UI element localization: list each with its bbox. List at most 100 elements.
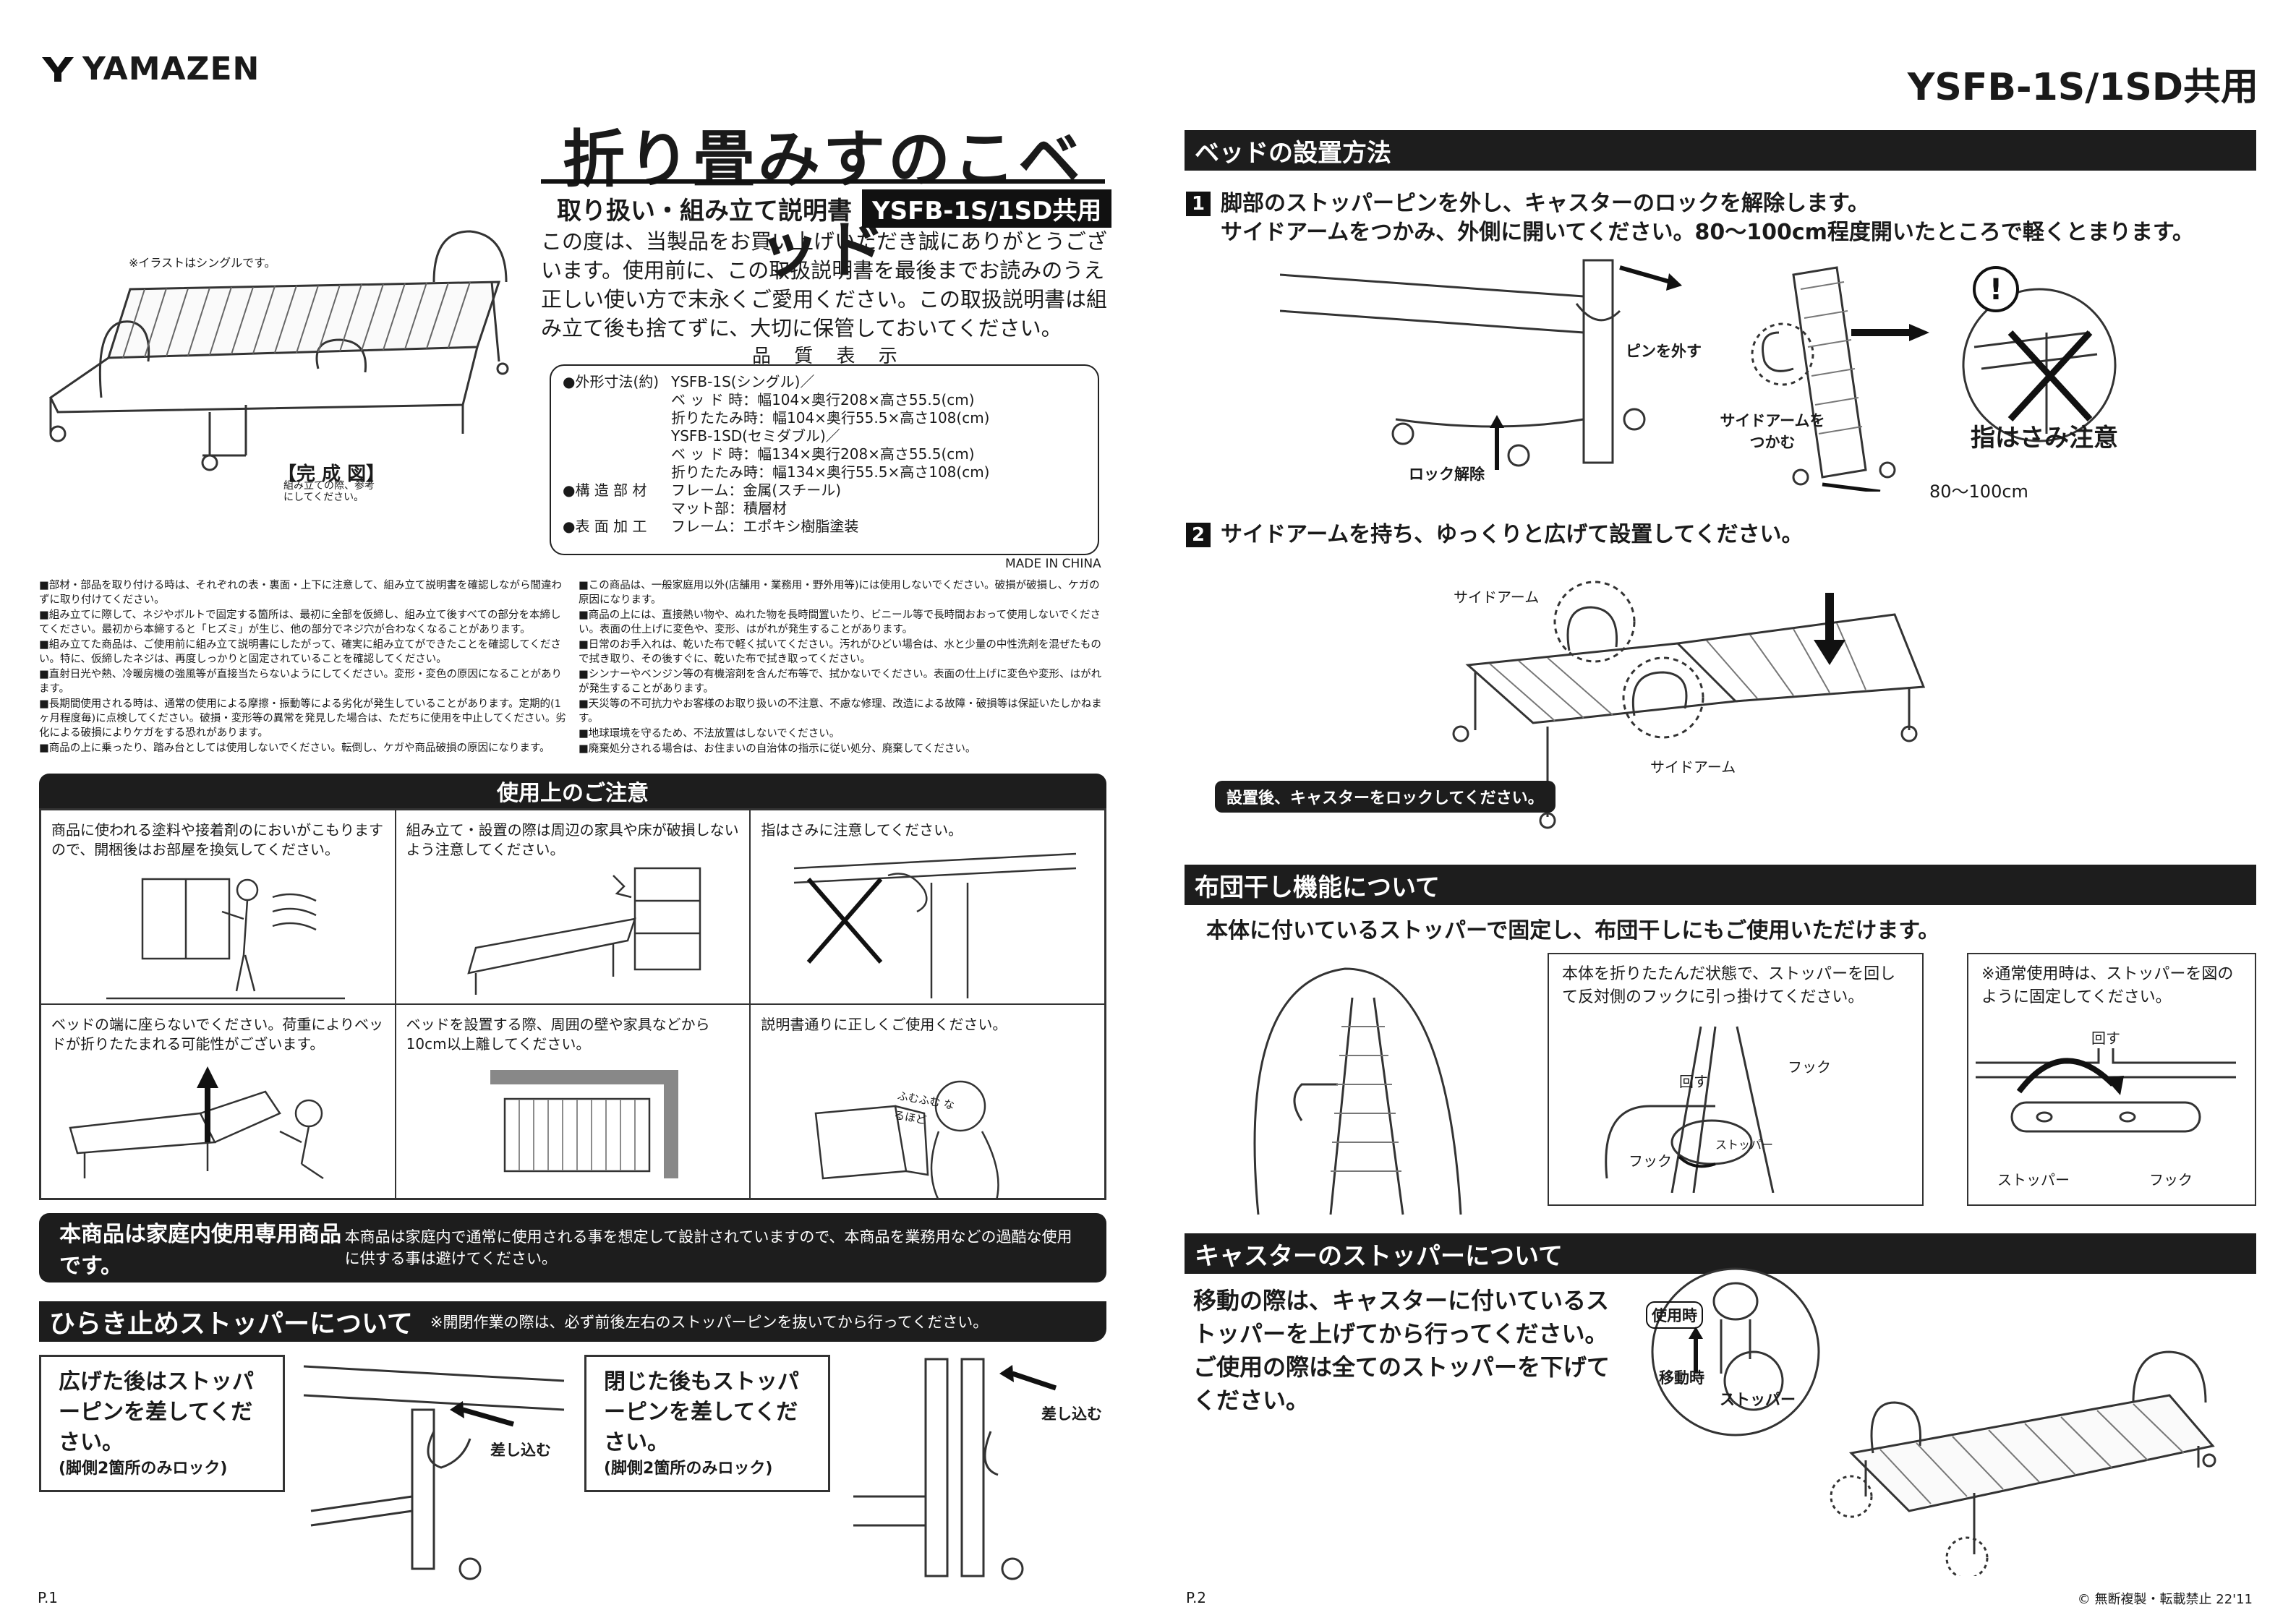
note-item: ■日常のお手入れは、乾いた布で軽く拭いてください。汚れがひどい場合は、水と少量の…: [579, 639, 1101, 665]
stopper-note: ※開閉作業の際は、必ず前後左右のストッパーピンを抜いてから行ってください。: [430, 1314, 989, 1331]
stopper-label: ストッパー: [1997, 1171, 2070, 1189]
quality-row: ●表 面 加 工フレーム：エポキシ樹脂塗装: [563, 518, 859, 535]
arm-grab-label: サイドアームを つかむ: [1720, 412, 1825, 451]
page-number: P.2: [1186, 1589, 1207, 1606]
finger-pinch-illustration: [794, 852, 1077, 998]
note-item: ■廃棄処分される場合は、お住まいの自治体の指示に従い処分、廃棄してください。: [579, 743, 976, 755]
note-item: ■長期間使用される時は、通常の使用による摩擦・振動等による劣化が発生していること…: [39, 698, 566, 739]
futon-box-text: 本体を折りたたんだ状態で、ストッパーを回して反対側のフックに引っ掛けてください。: [1562, 965, 1896, 1006]
caution-title: 使用上のご注意: [39, 774, 1106, 808]
lock-release-label: ロック解除: [1409, 466, 1485, 483]
copyright: © 無断複製・転載禁止 22'11: [2077, 1592, 2253, 1607]
quality-row: ベ ッ ド 時：幅104×奥行208×高さ55.5(cm): [671, 391, 975, 408]
caution-grid: 商品に使われる塗料や接着剤のにおいがこもりますので、開梱後はお部屋を換気してくだ…: [39, 808, 1106, 1200]
stopper-label: ストッパー: [1720, 1391, 1796, 1408]
arm-grab-illustration: [1751, 266, 1929, 492]
step1-line-a: 脚部のストッパーピンを外し、キャスターのロックを解除します。: [1221, 191, 1869, 216]
stopper-box-sub: (脚側2箇所のみロック): [59, 1460, 228, 1478]
caster-lock-note: 設置後、キャスターをロックしてください。: [1215, 781, 1555, 813]
futon-title: 布団干し機能について: [1185, 865, 2256, 905]
quality-row: 折りたたみ時：幅134×奥行55.5×高さ108(cm): [671, 463, 990, 481]
caster-title: キャスターのストッパーについて: [1185, 1233, 2256, 1274]
note-item: ■直射日光や熱、冷暖房機の強風等が直接当たらないようにしてください。変形・変色の…: [39, 669, 563, 695]
subtitle: 取り扱い・組み立て説明書 YSFB-1S/1SD共用: [557, 189, 1112, 228]
home-use-text: 本商品は家庭内で通常に使用される事を想定して設計されていますので、本商品を業務用…: [344, 1228, 1072, 1267]
note-item: ■組み立てに際して、ネジやボルトで固定する箇所は、最初に全部を仮締し、組み立て後…: [39, 609, 561, 635]
turn-label: 回す: [1679, 1073, 1708, 1090]
futon-box-hook: 本体を折りたたんだ状態で、ストッパーを回して反対側のフックに引っ掛けてください。…: [1548, 953, 1924, 1206]
yamazen-mark-icon: [42, 56, 74, 82]
caution-cell-finger: 指はさみに注意してください。: [750, 810, 1105, 1004]
note-item: ■この商品は、一般家庭用以外(店舗用・業務用・野外用等)には使用しないでください…: [579, 580, 1100, 606]
note-item: ■商品の上に乗ったり、踏み台としては使用しないでください。転倒し、ケガや商品破損…: [39, 742, 550, 754]
futon-box-text: ※通常使用時は、ストッパーを図のように固定してください。: [1981, 965, 2234, 1006]
svg-text:!: !: [1989, 273, 2002, 307]
finger-warning-label: 指はさみ注意: [1971, 424, 2118, 453]
caution-text: ベッドの端に座らないでください。荷重によりベッドが折りたたまれる可能性がございま…: [51, 1016, 383, 1053]
quality-row: YSFB-1SD(セミダブル)／: [671, 427, 840, 445]
step2-text: サイドアームを持ち、ゆっくりと広げて設置してください。: [1221, 522, 1804, 547]
furniture-illustration: [466, 867, 701, 995]
hook-label: フック: [1788, 1058, 1831, 1076]
quality-table: ●外形寸法(約)YSFB-1S(シングル)／ ベ ッ ド 時：幅104×奥行20…: [550, 364, 1099, 555]
note-item: ■商品の上には、直接熱い物や、ぬれた物を長時間置いたり、ビニール等で長時間おおっ…: [579, 609, 1101, 635]
bed-caster-illustration: [1830, 1350, 2216, 1576]
caster-text: 移動の際は、キャスターに付いているストッパーを上げてから行ってください。ご使用の…: [1193, 1287, 1610, 1414]
step-number: 2: [1186, 523, 1211, 547]
title-rule: [541, 179, 1105, 184]
wall-gap-illustration: [490, 1070, 678, 1178]
setup-step-1: 1 脚部のストッパーピンを外し、キャスターのロックを解除します。サイドアームをつ…: [1186, 189, 2256, 247]
quality-row: ●構 造 部 材フレーム：金属(スチール): [563, 481, 842, 499]
ventilate-illustration: [106, 878, 345, 1000]
subtitle-tag: YSFB-1S/1SD共用: [862, 189, 1112, 228]
hook-illustration: [1605, 1026, 1775, 1193]
illus-caption: ※イラストはシングルです。: [129, 256, 276, 270]
note-item: ■シンナーやベンジン等の有機溶剤を含んだ布等で、拭かないでください。表面の仕上げ…: [579, 669, 1102, 695]
bed-folding-illustration: [69, 1066, 324, 1180]
stopper-banner: ひらき止めストッパーについて ※開閉作業の際は、必ず前後左右のストッパーピンを抜…: [39, 1301, 1106, 1342]
quality-row: ●外形寸法(約)YSFB-1S(シングル)／: [563, 373, 815, 390]
intro-text: この度は、当製品をお買い上げいただき誠にありがとうございます。使用前に、この取扱…: [541, 229, 1108, 341]
subtitle-text: 取り扱い・組み立て説明書: [557, 197, 852, 226]
caution-cell-ventilate: 商品に使われる塗料や接着剤のにおいがこもりますので、開梱後はお部屋を換気してくだ…: [40, 810, 396, 1004]
page-number: P.1: [38, 1589, 59, 1606]
kansei-title: 【完 成 図】: [278, 463, 385, 485]
kansei-subtitle: 組み立ての際、参考にしてください。: [283, 480, 375, 503]
turn-label: 回す: [2091, 1029, 2120, 1047]
stopper-fixed-illustration: [1976, 1048, 2236, 1133]
caster-stopper-illustration: [1651, 1267, 1820, 1436]
caution-text: 説明書通りに正しくご使用ください。: [761, 1016, 1007, 1033]
futon-lead: 本体に付いているストッパーで固定し、布団干しにもご使用いただけます。: [1206, 918, 1940, 943]
caution-text: 商品に使われる塗料や接着剤のにおいがこもりますので、開梱後はお部屋を換気してくだ…: [51, 821, 383, 858]
caution-cell-edge: ベッドの端に座らないでください。荷重によりベッドが折りたたまれる可能性がございま…: [40, 1004, 396, 1199]
pin-release-illustration: [1280, 259, 1682, 470]
caution-text: 組み立て・設置の際は周辺の家具や床が破損しないよう注意してください。: [406, 821, 739, 858]
caution-cell-wall: ベッドを設置する際、周囲の壁や家具などから10cm以上離してください。: [395, 1004, 751, 1199]
distance-label: 80〜100cm: [1929, 481, 2028, 502]
bed-unfold-illustration: [1452, 581, 1926, 829]
stopper-box-text: 広げた後はストッパーピンを差してください。: [59, 1369, 254, 1455]
insert-label: 差し込む: [490, 1442, 551, 1459]
caution-cell-furniture: 組み立て・設置の際は周辺の家具や床が破損しないよう注意してください。: [395, 810, 751, 1004]
quality-title: 品 質 表 示: [752, 346, 906, 367]
notes-right: ■この商品は、一般家庭用以外(店舗用・業務用・野外用等)には使用しないでください…: [579, 578, 1106, 757]
stopper-closed-illustration: [853, 1358, 1057, 1580]
step1-line-b: サイドアームをつかみ、外側に開いてください。80〜100cm程度開いたところで軽…: [1221, 220, 2194, 245]
stopper-box-sub: (脚側2箇所のみロック): [604, 1460, 773, 1478]
brand-name: YAMAZEN: [82, 51, 260, 87]
hook-label: フック: [2149, 1171, 2193, 1189]
caution-text: ベッドを設置する際、周囲の壁や家具などから10cm以上離してください。: [406, 1016, 710, 1053]
stopper-box-closed: 閉じた後もストッパーピンを差してください。 (脚側2箇所のみロック): [584, 1355, 830, 1492]
quality-row: 折りたたみ時：幅104×奥行55.5×高さ108(cm): [671, 409, 990, 427]
brand-logo: YAMAZEN: [42, 51, 260, 87]
bed-complete-illustration: [49, 230, 509, 471]
moving-label: 移動時: [1659, 1369, 1704, 1387]
notes-left: ■部材・部品を取り付ける時は、それぞれの表・裏面・上下に注意して、組み立て説明書…: [39, 578, 567, 756]
stopper-open-illustration: [303, 1365, 565, 1580]
finger-warning-illustration: !: [1962, 266, 2117, 442]
in-use-label: 使用時: [1646, 1301, 1703, 1329]
note-item: ■組み立てた商品は、ご使用前に組み立て説明書にしたがって、確実に組み立てができた…: [39, 639, 561, 665]
step-number: 1: [1186, 192, 1211, 216]
note-item: ■天災等の不可抗力やお客様のお取り扱いの不注意、不慮な修理、改造による故障・破損…: [579, 698, 1102, 724]
folded-bed-illustration: [1253, 967, 1462, 1215]
